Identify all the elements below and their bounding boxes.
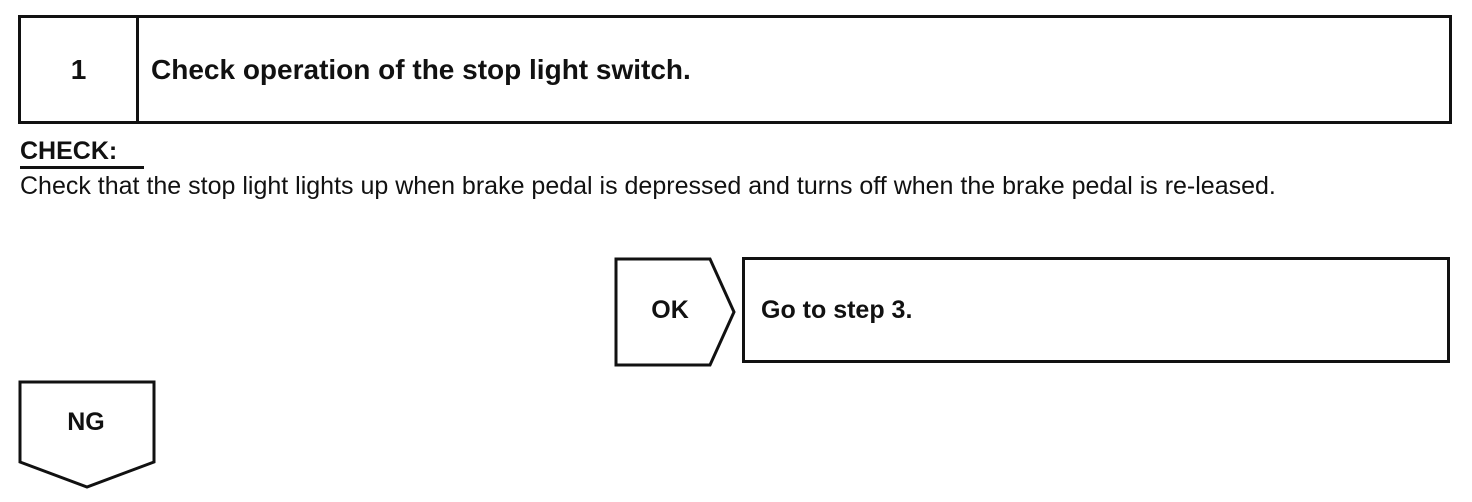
step-title: Check operation of the stop light switch…: [151, 53, 691, 85]
step-number: 1: [21, 18, 139, 121]
ng-arrow-icon: [18, 380, 156, 489]
check-instruction: Check that the stop light lights up when…: [20, 172, 1276, 200]
step-header: 1 Check operation of the stop light swit…: [18, 15, 1452, 124]
ng-label: NG: [67, 407, 105, 436]
ok-label: OK: [651, 295, 689, 324]
ok-arrow-icon: [614, 257, 736, 367]
ok-action-box: Go to step 3.: [742, 257, 1450, 363]
check-heading-underline: [20, 166, 144, 169]
check-heading: CHECK:: [20, 137, 118, 165]
